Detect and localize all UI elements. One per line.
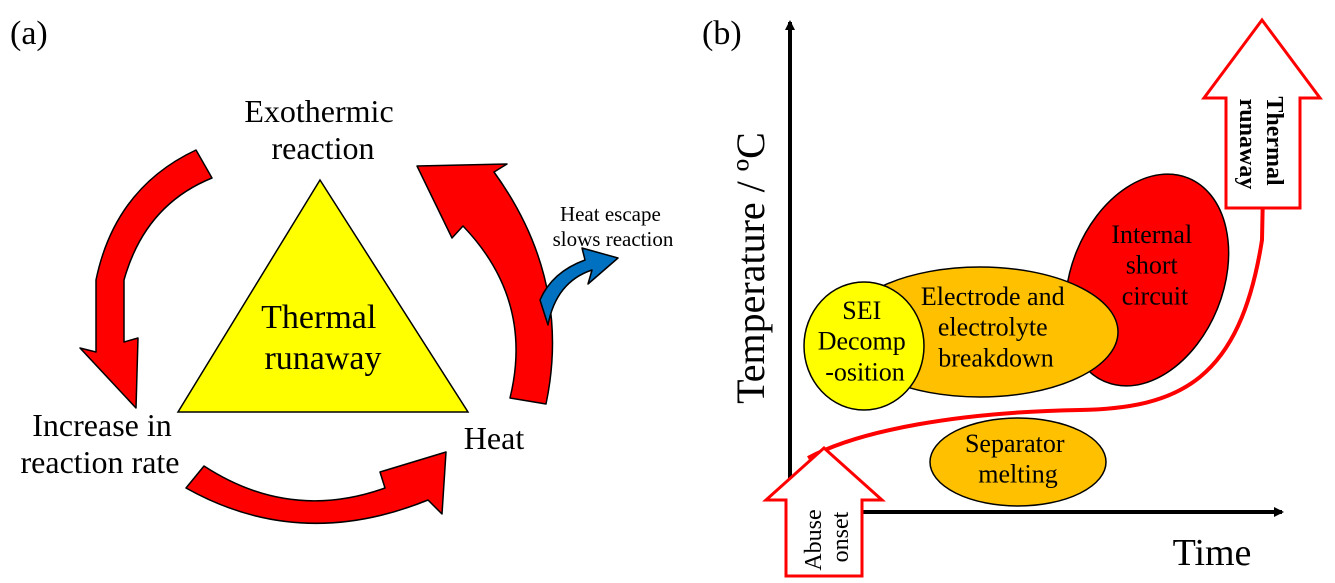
separator-label: Separator melting (965, 429, 1071, 489)
abuse-onset-line-2: onset (828, 511, 854, 562)
thermal-runaway-line-2: runaway (1234, 99, 1260, 190)
ellipse-sei-decomposition: SEI Decomp -osition (803, 281, 925, 411)
cycle-arrow-right-icon (416, 163, 554, 405)
separator-line-2: melting (978, 460, 1057, 489)
triangle-label-line-1: Thermal (261, 299, 376, 336)
sei-line-1: SEI (842, 296, 881, 325)
electrode-line-3: breakdown (938, 343, 1054, 372)
panel-b: (b) Temperature / ºC Time Internal short… (702, 15, 1323, 578)
node-increase-reaction-rate: Increase in reaction rate (21, 407, 180, 480)
electrode-line-2: electrolyte (938, 313, 1048, 342)
short-circuit-line-3: circuit (1122, 281, 1189, 310)
thermal-runaway-triangle (176, 178, 470, 413)
heat-escape-label: Heat escape slows reaction (553, 202, 674, 251)
panel-a-label: (a) (10, 15, 48, 52)
node-increase-line-1: Increase in (32, 407, 171, 443)
cycle-arrow-top-left-icon (79, 149, 213, 409)
node-exothermic-line-2: reaction (271, 130, 374, 166)
thermal-runaway-line-1: Thermal (1261, 96, 1287, 186)
thermal-runaway-label: Thermal runaway (1234, 96, 1287, 191)
electrode-line-1: Electrode and (921, 282, 1065, 311)
panel-a: (a) Thermal runaway Exothermic reaction … (10, 15, 674, 525)
ellipse-separator-melting: Separator melting (929, 417, 1107, 507)
short-circuit-label: Internal short circuit (1111, 220, 1198, 310)
heat-escape-line-2: slows reaction (553, 227, 674, 251)
heat-escape-line-1: Heat escape (560, 202, 661, 226)
temperature-curve (807, 89, 1267, 460)
cycle-arrow-bottom-icon (185, 451, 447, 525)
sei-label: SEI Decomp -osition (818, 296, 913, 386)
node-increase-line-2: reaction rate (21, 444, 180, 480)
triangle-label-line-2: runaway (264, 340, 381, 377)
node-heat: Heat (464, 420, 525, 456)
abuse-onset-line-1: Abuse (801, 509, 827, 570)
y-axis-label: Temperature / ºC (728, 132, 773, 404)
short-circuit-line-1: Internal (1111, 220, 1192, 249)
panel-b-label: (b) (702, 15, 742, 52)
sei-line-2: Decomp (818, 327, 906, 356)
triangle-label: Thermal runaway (261, 299, 385, 377)
x-axis-label: Time (1173, 532, 1252, 574)
sei-line-3: -osition (825, 357, 904, 386)
abuse-onset-label: Abuse onset (801, 503, 854, 570)
node-exothermic-line-1: Exothermic (244, 93, 393, 129)
short-circuit-line-2: short (1126, 251, 1179, 280)
thermal-runaway-arrow: Thermal runaway (1201, 17, 1323, 210)
electrode-label: Electrode and electrolyte breakdown (921, 282, 1071, 372)
node-exothermic-reaction: Exothermic reaction (244, 93, 401, 166)
thermal-runaway-arrow-shape (1201, 17, 1323, 210)
abuse-onset-arrow: Abuse onset (762, 445, 886, 578)
abuse-onset-arrow-shape (762, 445, 886, 578)
separator-line-1: Separator (965, 429, 1065, 458)
heat-escape-arrow-icon (539, 247, 619, 326)
